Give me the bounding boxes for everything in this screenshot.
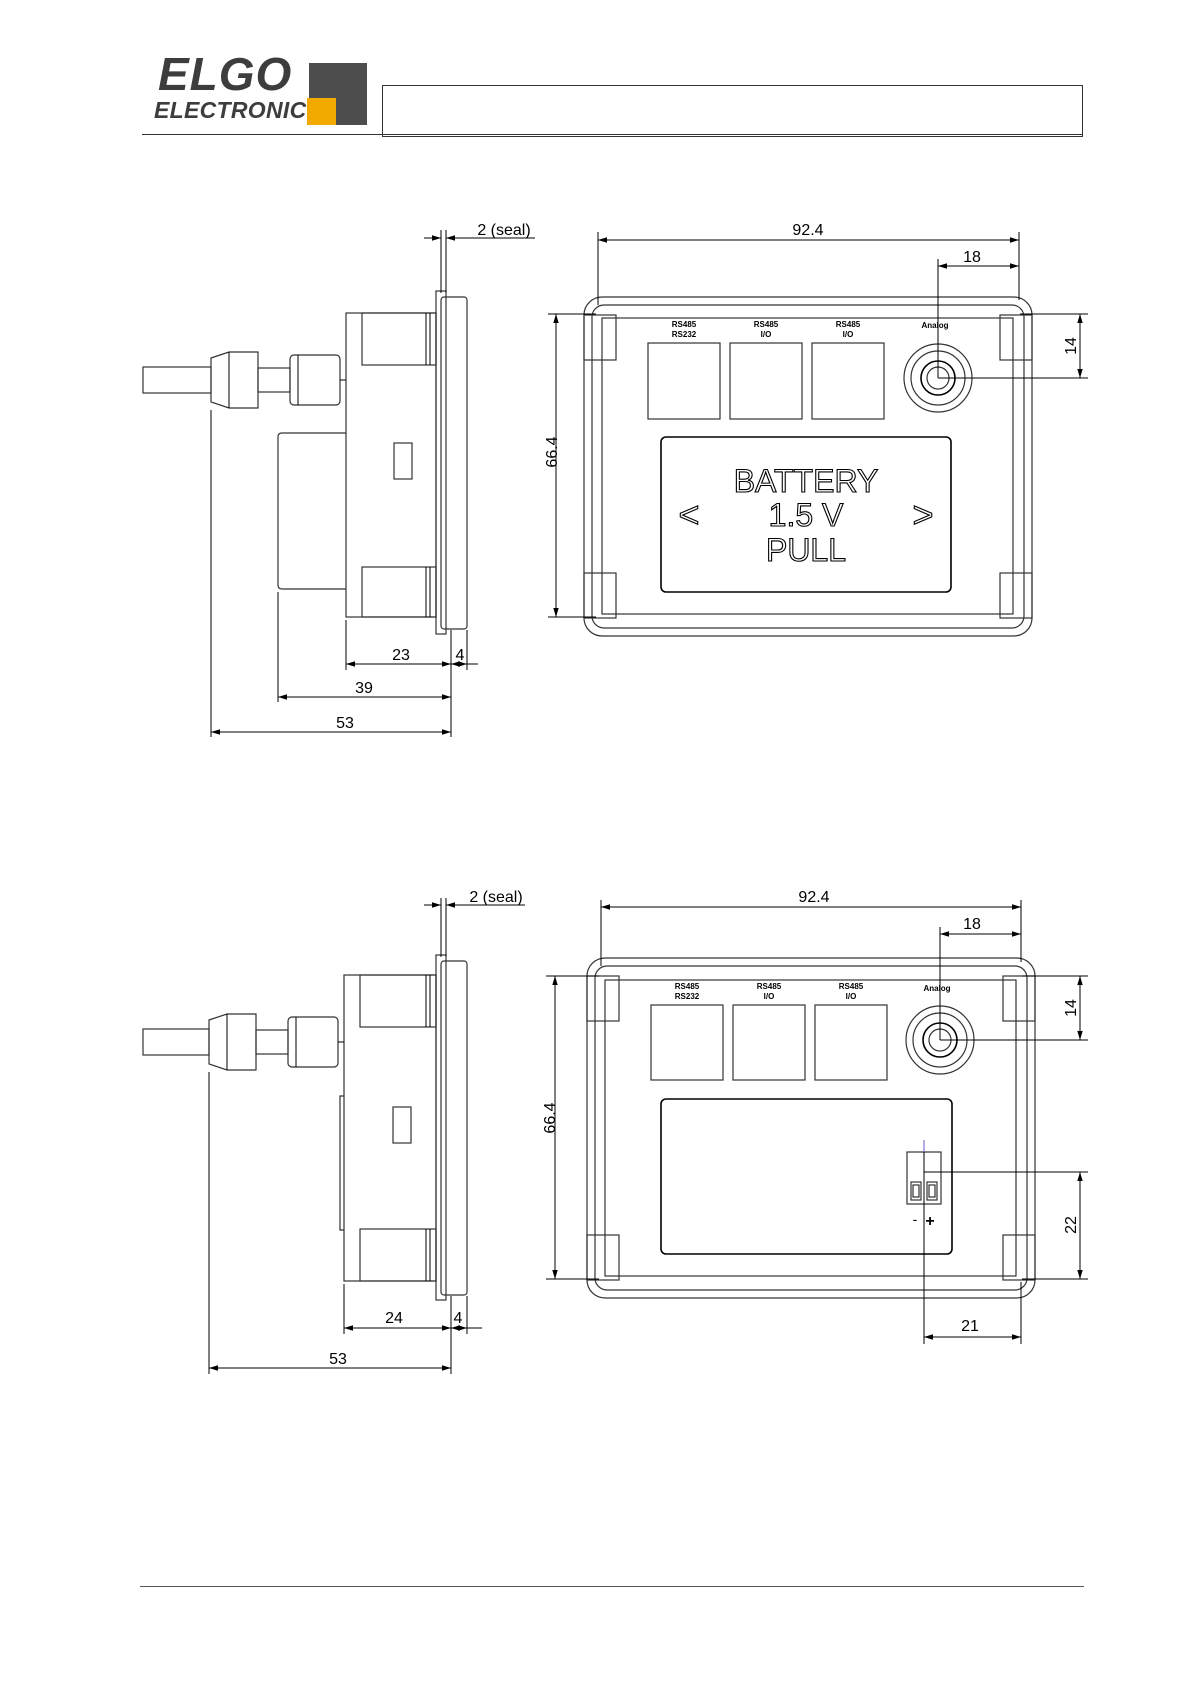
dim-height-top: 66.4 xyxy=(544,436,561,467)
port-socket-1-bottom xyxy=(651,1005,723,1080)
port-label-1-line2: RS232 xyxy=(672,330,697,339)
side-view-top xyxy=(143,291,467,634)
side-dimensions-bottom xyxy=(209,898,525,1374)
dimension-labels-bottom: 2 (seal) 92.4 18 66.4 14 22 21 24 4 53 xyxy=(329,889,1080,1368)
terminal-minus-label: - xyxy=(913,1211,918,1227)
dim-seal-bottom: 2 (seal) xyxy=(469,889,522,906)
side-view-bottom xyxy=(143,955,467,1300)
battery-label-line1: BATTERY xyxy=(734,463,879,499)
dim-depth-body-top: 23 xyxy=(392,647,410,664)
dim-width-bottom: 92.4 xyxy=(798,889,829,906)
port-label-1-line1: RS485 xyxy=(672,320,697,329)
front-labels-top: RS485 RS232 RS485 I/O RS485 I/O Analog B… xyxy=(672,320,949,568)
port-socket-2 xyxy=(730,343,802,419)
dim-analog-vertical-bottom: 14 xyxy=(1063,999,1080,1017)
port-label-3-line2-bottom: I/O xyxy=(846,992,857,1001)
arrow-right-mark: > xyxy=(912,494,933,535)
dim-terminal-vertical: 22 xyxy=(1063,1216,1080,1234)
power-cover xyxy=(661,1099,952,1254)
dim-width-top: 92.4 xyxy=(792,222,823,239)
port-label-3-line2: I/O xyxy=(843,330,854,339)
dim-seal-top: 2 (seal) xyxy=(477,222,530,239)
port-label-2-line1-bottom: RS485 xyxy=(757,982,782,991)
front-labels-bottom: RS485 RS232 RS485 I/O RS485 I/O Analog -… xyxy=(675,982,951,1230)
terminal-plus-label: + xyxy=(925,1213,934,1230)
dim-depth-front-bottom: 4 xyxy=(454,1310,463,1327)
battery-label-line2: 1.5 V xyxy=(769,497,844,533)
battery-label-line3: PULL xyxy=(766,532,846,568)
side-dimensions-top xyxy=(211,230,535,737)
arrow-left-mark: < xyxy=(678,494,699,535)
port-label-2-line2-bottom: I/O xyxy=(764,992,775,1001)
dim-height-bottom: 66.4 xyxy=(542,1102,559,1133)
dim-depth-front-top: 4 xyxy=(456,647,465,664)
dim-analog-offset-top: 18 xyxy=(963,249,981,266)
port-label-1-line1-bottom: RS485 xyxy=(675,982,700,991)
dim-analog-vertical-top: 14 xyxy=(1063,337,1080,355)
dim-depth-total-bottom: 53 xyxy=(329,1351,347,1368)
port-label-analog-bottom: Analog xyxy=(923,984,950,993)
dim-analog-offset-bottom: 18 xyxy=(963,916,981,933)
port-label-2-line2: I/O xyxy=(761,330,772,339)
port-socket-3-bottom xyxy=(815,1005,887,1080)
front-view-bottom xyxy=(587,958,1035,1298)
dim-depth-total-top: 53 xyxy=(336,715,354,732)
port-label-3-line1-bottom: RS485 xyxy=(839,982,864,991)
port-label-2-line1: RS485 xyxy=(754,320,779,329)
port-socket-3 xyxy=(812,343,884,419)
port-socket-1 xyxy=(648,343,720,419)
port-label-3-line1: RS485 xyxy=(836,320,861,329)
dim-terminal-horizontal: 21 xyxy=(961,1318,979,1335)
dimension-labels-top: 2 (seal) 92.4 18 66.4 14 23 4 39 53 xyxy=(336,222,1080,732)
port-label-1-line2-bottom: RS232 xyxy=(675,992,700,1001)
port-socket-2-bottom xyxy=(733,1005,805,1080)
dim-depth-body-bottom: 24 xyxy=(385,1310,403,1327)
port-label-analog: Analog xyxy=(921,321,948,330)
dim-depth-mid-top: 39 xyxy=(355,680,373,697)
